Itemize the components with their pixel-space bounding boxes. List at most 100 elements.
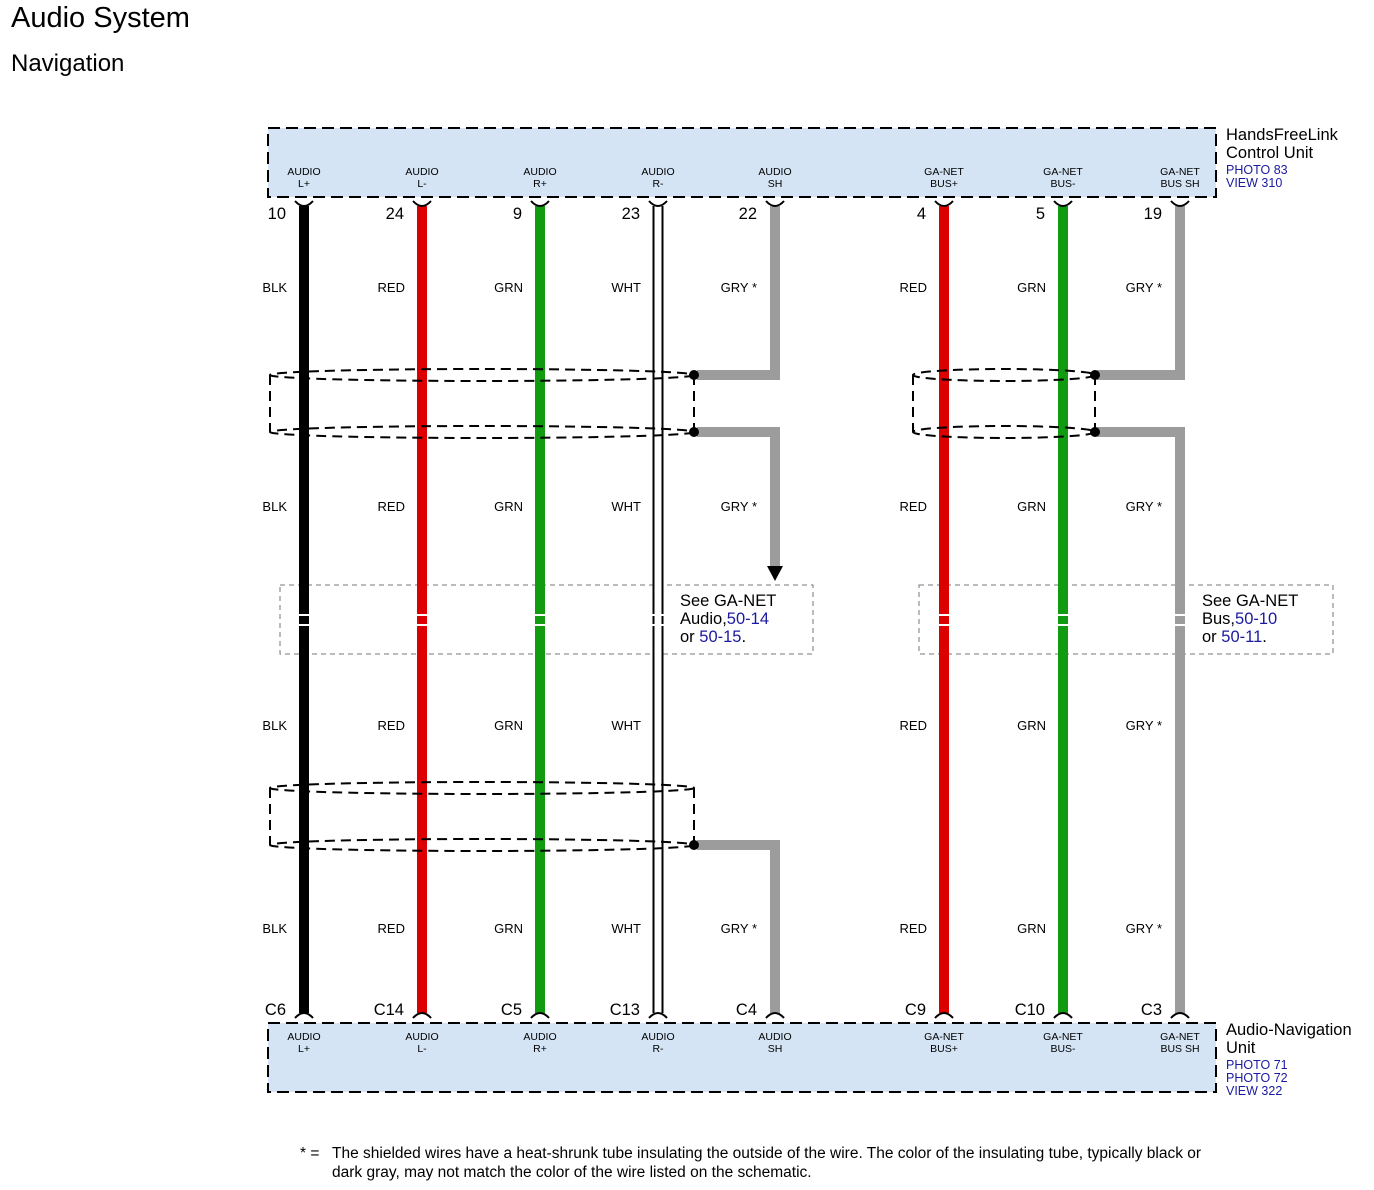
bottom-terminal-name: R+ <box>533 1043 547 1055</box>
top-pin-number: 24 <box>386 205 404 223</box>
wire-5 <box>934 200 954 1019</box>
wire-7 <box>1097 200 1190 1019</box>
top-terminal-name: AUDIO <box>405 166 438 178</box>
wire-color-label: RED <box>900 921 927 936</box>
wire-color-label: GRN <box>1017 280 1046 295</box>
footnote-text: The shielded wires have a heat-shrunk tu… <box>332 1145 1202 1181</box>
wire-3 <box>648 200 668 1019</box>
bottom-pin-number: C6 <box>265 1001 286 1019</box>
connector-icon <box>294 200 314 207</box>
top-terminal-name: L- <box>417 178 427 190</box>
ganet-shield <box>912 368 1100 439</box>
wire-color-label: GRY * <box>1126 718 1162 733</box>
period: . <box>741 628 746 646</box>
wire-color-label: WHT <box>611 718 641 733</box>
top-terminal-name: AUDIO <box>523 166 556 178</box>
wire-color-label: RED <box>378 499 405 514</box>
drain-wire-bottom <box>697 840 780 1013</box>
top-terminal-name: GA-NET <box>1043 166 1083 178</box>
top-terminal-name: L+ <box>298 178 310 190</box>
bottom-terminal-name: BUS+ <box>930 1043 958 1055</box>
note-line: Bus,50-10 <box>1202 610 1277 628</box>
wire-0 <box>294 200 314 1019</box>
top-terminal-name: R+ <box>533 178 547 190</box>
bottom-terminal-name: L+ <box>298 1043 310 1055</box>
wire-6 <box>1053 200 1073 1019</box>
page-reference-link[interactable]: 50-11 <box>1221 628 1262 646</box>
top-pin-number: 4 <box>917 205 926 223</box>
top-unit-ref-link: PHOTO 83 <box>1226 163 1288 177</box>
bottom-terminal-name: AUDIO <box>641 1031 674 1043</box>
wire-color-label: RED <box>900 280 927 295</box>
bottom-pin-number: C13 <box>610 1001 640 1019</box>
bottom-terminal-name: BUS- <box>1050 1043 1076 1055</box>
wire-color-label: GRN <box>494 921 523 936</box>
wire-color-label: BLK <box>262 280 287 295</box>
shield-ring <box>269 425 695 439</box>
wire-color-label: RED <box>378 921 405 936</box>
top-unit-name: Control Unit <box>1226 144 1314 162</box>
bottom-pin-number: C10 <box>1015 1001 1045 1019</box>
top-terminal-name: AUDIO <box>287 166 320 178</box>
wire-color-label: WHT <box>611 921 641 936</box>
note-box <box>918 584 1334 655</box>
top-pin-number: 10 <box>268 205 286 223</box>
top-terminal-name: AUDIO <box>641 166 674 178</box>
connector-icon <box>934 200 954 207</box>
bottom-terminal-name: GA-NET <box>1160 1031 1200 1043</box>
wire-color-label: WHT <box>611 280 641 295</box>
footnote: * = The shielded wires have a heat-shrun… <box>300 1144 1232 1182</box>
top-terminal-name: BUS+ <box>930 178 958 190</box>
connector-icon <box>294 1012 314 1019</box>
top-terminal-name: GA-NET <box>1160 166 1200 178</box>
top-pin-number: 19 <box>1144 205 1162 223</box>
shield-ring <box>269 781 695 795</box>
page-title: Audio System <box>11 2 190 34</box>
connector-icon <box>765 200 785 207</box>
wire-color-label: GRN <box>494 280 523 295</box>
note-box <box>279 584 814 655</box>
bottom-terminal-name: GA-NET <box>1043 1031 1083 1043</box>
wire-2 <box>530 200 550 1019</box>
connector-icon <box>412 1012 432 1019</box>
splice-dot <box>1090 370 1100 380</box>
shield-ring <box>269 368 695 382</box>
bottom-pin-number: C3 <box>1141 1001 1162 1019</box>
bottom-unit-ref-link: PHOTO 72 <box>1226 1071 1288 1085</box>
wire-color-label: GRN <box>1017 718 1046 733</box>
connector-icon <box>530 1012 550 1019</box>
wire-4 <box>697 200 785 1019</box>
connector-icon <box>648 200 668 207</box>
bottom-pin-number: C9 <box>905 1001 926 1019</box>
top-terminal-name: R- <box>652 178 664 190</box>
bottom-pin-number: C4 <box>736 1001 757 1019</box>
page-reference-link[interactable]: 50-15 <box>699 628 741 646</box>
wire-color-label: GRY * <box>1126 499 1162 514</box>
bottom-unit-ref-link: PHOTO 71 <box>1226 1058 1288 1072</box>
top-unit-ref-link: VIEW 310 <box>1226 176 1282 190</box>
wire-color-label: RED <box>378 718 405 733</box>
splice-dot <box>689 427 699 437</box>
wire-color-label: BLK <box>262 499 287 514</box>
audio-shield-upper <box>269 368 699 439</box>
arrow-icon <box>767 566 783 581</box>
footnote-mark: * = <box>300 1145 320 1162</box>
connector-icon <box>1170 1012 1190 1019</box>
bottom-pin-number: C5 <box>501 1001 522 1019</box>
drain-wire-lower <box>1097 427 1185 1013</box>
drain-wire-mid <box>697 427 780 568</box>
wire-color-label: WHT <box>611 499 641 514</box>
note-line: or 50-11. <box>1202 628 1267 646</box>
bottom-unit-box <box>267 1022 1217 1093</box>
bottom-unit-ref-link: VIEW 322 <box>1226 1084 1282 1098</box>
top-terminal-name: SH <box>768 178 783 190</box>
page-reference-link[interactable]: 50-14 <box>727 610 769 628</box>
wire-color-label: RED <box>378 280 405 295</box>
connector-icon <box>765 1012 785 1019</box>
page-reference-link[interactable]: 50-10 <box>1235 610 1277 628</box>
wire-color-label: GRY * <box>721 499 757 514</box>
bottom-terminal-name: SH <box>768 1043 783 1055</box>
connector-icon <box>934 1012 954 1019</box>
